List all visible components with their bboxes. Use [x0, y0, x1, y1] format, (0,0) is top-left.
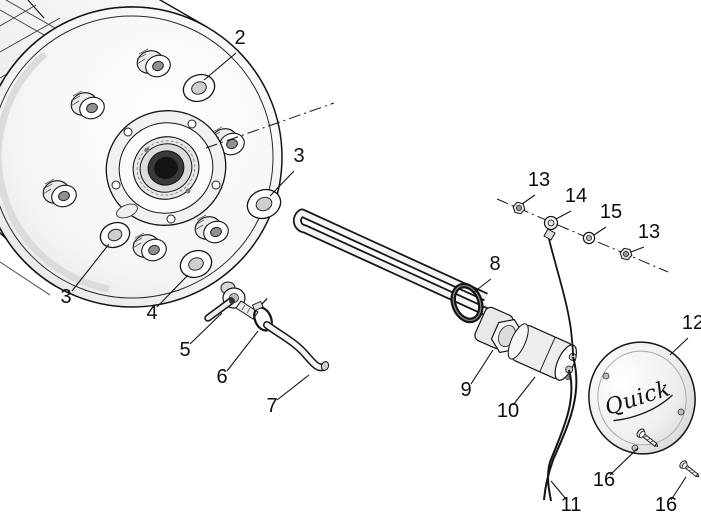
drain-valve	[204, 281, 259, 322]
leader-line-3	[71, 243, 110, 292]
tank-face-rim	[0, 15, 274, 299]
leader-line-16	[609, 447, 639, 476]
callout-label-16: 16	[593, 469, 615, 491]
leader-line-3	[269, 170, 295, 197]
callout-label-14: 14	[565, 185, 587, 207]
callout-layer: 2 3 3 45 6 7 8 9 10 11 12 13 14 15 13 16 16	[60, 27, 701, 516]
wiring	[543, 238, 578, 502]
element-flange	[474, 306, 524, 354]
leader-line-12	[669, 337, 689, 356]
thermostat	[507, 323, 577, 381]
leader-line-7	[276, 374, 310, 401]
rating-stamp	[116, 203, 138, 219]
element-mount-hub	[105, 110, 227, 226]
callout-label-4: 4	[146, 302, 157, 324]
callout-label-13: 13	[638, 221, 660, 243]
leader-line-5	[189, 312, 223, 345]
washer-3-lower	[99, 221, 131, 249]
terminal-screw	[565, 365, 574, 374]
callout-label-8: 8	[489, 253, 500, 275]
leader-line-13	[630, 246, 645, 253]
tank-seam-lines	[0, 0, 56, 296]
brand-underline	[613, 394, 673, 422]
leader-line-6	[226, 330, 259, 372]
leader-line-4	[156, 274, 189, 308]
callout-label-10: 10	[497, 400, 519, 422]
washer-3-upper	[246, 188, 282, 220]
callout-label-3: 3	[293, 145, 304, 167]
nut-13	[618, 247, 634, 261]
washer-15	[582, 231, 596, 245]
leader-line-16	[670, 476, 687, 501]
leader-line-10	[512, 376, 536, 406]
leader-line-11	[550, 480, 567, 500]
leader-line-8	[473, 278, 492, 293]
o-ring	[450, 282, 484, 324]
centerline-hardware	[496, 198, 669, 273]
leader-line-2	[203, 52, 237, 81]
callout-label-6: 6	[216, 366, 227, 388]
screw-16	[677, 458, 701, 481]
cover-cap: Quick	[588, 341, 696, 455]
ring-terminal-14	[543, 215, 559, 241]
callout-label-16: 16	[655, 494, 677, 516]
callout-label-12: 12	[682, 312, 701, 334]
washer-4	[179, 249, 213, 279]
tank-face-shading	[0, 51, 110, 293]
callout-label-7: 7	[266, 395, 277, 417]
leader-line-9	[470, 349, 494, 385]
washer-2	[182, 73, 216, 103]
drain-hose	[263, 321, 330, 372]
callout-label-15: 15	[600, 201, 622, 223]
leader-line-14	[555, 210, 572, 220]
leader-line-partial	[27, 0, 45, 19]
callout-label-2: 2	[234, 27, 245, 49]
centerline-hub	[205, 102, 335, 149]
callout-label-3: 3	[60, 286, 71, 308]
callout-label-5: 5	[179, 339, 190, 361]
leader-line-13	[521, 194, 536, 205]
leader-line-15	[593, 226, 607, 236]
heating-element	[292, 208, 491, 318]
callout-label-9: 9	[460, 379, 471, 401]
nut-13	[511, 201, 527, 215]
callout-label-11: 11	[561, 494, 582, 516]
callout-label-13: 13	[528, 169, 550, 191]
